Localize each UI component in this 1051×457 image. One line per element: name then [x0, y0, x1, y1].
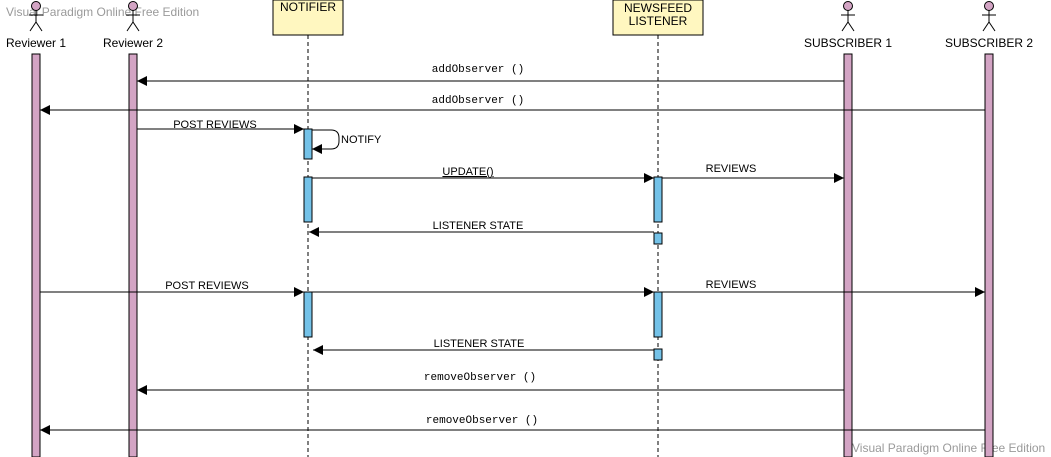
message-label: removeObserver () — [426, 415, 538, 427]
actor-name: SUBSCRIBER 1 — [804, 36, 892, 50]
actor-subscriber-1: SUBSCRIBER 1 — [804, 1, 892, 457]
activation-bar — [653, 176, 663, 223]
actor-reviewer-1: Reviewer 1 — [6, 1, 66, 457]
object-name-line-1: NEWSFEED — [624, 1, 692, 15]
message-reviews-1: REVIEWS — [662, 163, 844, 183]
activation-bar — [653, 232, 663, 245]
activation-bar — [303, 128, 313, 160]
message-reviews-2: REVIEWS — [662, 279, 985, 297]
object-newsfeed-listener: NEWSFEED LISTENER — [612, 0, 704, 457]
stick-figure-icon — [126, 1, 140, 32]
message-post-reviews-2: POST REVIEWS — [40, 280, 654, 297]
message-remove-observer-2: removeObserver () — [40, 415, 985, 435]
message-label: POST REVIEWS — [173, 119, 257, 131]
message-update: UPDATE() — [312, 166, 654, 183]
message-label: removeObserver () — [424, 372, 536, 384]
message-add-observer-1: addObserver () — [137, 64, 844, 86]
actor-name: Reviewer 1 — [6, 36, 66, 50]
message-label: LISTENER STATE — [434, 338, 525, 350]
message-label: UPDATE() — [442, 166, 493, 178]
lifeline-bar — [843, 53, 853, 457]
activation-bar — [653, 348, 663, 361]
message-label: NOTIFY — [341, 134, 382, 146]
message-label: POST REVIEWS — [165, 280, 249, 292]
stick-figure-icon — [982, 1, 996, 32]
watermark-bottom: Visual Paradigm Online Free Edition — [852, 441, 1045, 455]
message-label: addObserver () — [432, 95, 524, 107]
actor-name: SUBSCRIBER 2 — [945, 36, 1033, 50]
self-message-arrow — [312, 129, 340, 154]
activation-bar — [653, 291, 663, 338]
message-label: addObserver () — [432, 64, 524, 76]
message-listener-state-1: LISTENER STATE — [309, 220, 654, 237]
message-notify-self: NOTIFY — [312, 129, 382, 154]
activation-bar — [303, 291, 313, 338]
message-add-observer-2: addObserver () — [40, 95, 985, 115]
object-box — [272, 0, 344, 36]
actor-reviewer-2: Reviewer 2 — [103, 1, 163, 457]
actor-subscriber-2: SUBSCRIBER 2 — [945, 1, 1033, 457]
actor-name: Reviewer 2 — [103, 36, 163, 50]
stick-figure-icon — [841, 1, 855, 32]
activation-bar — [303, 176, 313, 223]
message-label: LISTENER STATE — [433, 220, 524, 232]
watermark-top: Visual Paradigm Online Free Edition — [6, 5, 199, 19]
lifeline-bar — [984, 53, 994, 457]
object-name-line-2: LISTENER — [629, 14, 688, 28]
object-notifier: NOTIFIER — [272, 0, 344, 457]
object-name: NOTIFIER — [280, 0, 336, 14]
message-label: REVIEWS — [706, 163, 757, 175]
lifeline-bar — [128, 53, 138, 457]
lifeline-bar — [31, 53, 41, 457]
message-listener-state-2: LISTENER STATE — [313, 338, 654, 355]
message-post-reviews-1: POST REVIEWS — [137, 119, 304, 134]
message-label: REVIEWS — [706, 279, 757, 291]
message-remove-observer-1: removeObserver () — [137, 372, 844, 395]
stick-figure-icon — [29, 1, 43, 32]
